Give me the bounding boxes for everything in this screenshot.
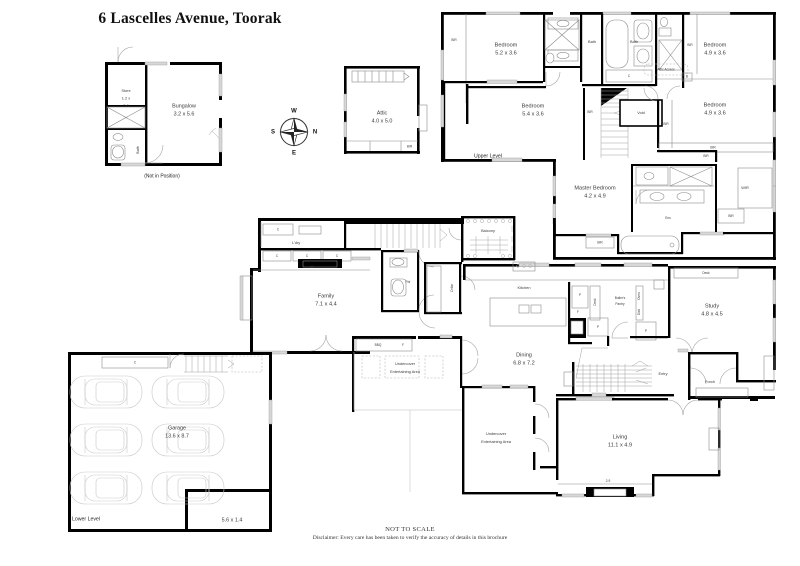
pantry-dish-label: Dish bbox=[637, 309, 641, 316]
study-dims: 4.8 x 4.5 bbox=[701, 311, 722, 317]
family-label: Family bbox=[318, 293, 335, 299]
upper-bedroom-1-label: Bedroom bbox=[495, 42, 518, 48]
undercover-1-line2: Entertaining Area bbox=[390, 369, 421, 374]
compass-right-label: N bbox=[313, 130, 317, 136]
bbq-side-label: F bbox=[402, 343, 404, 347]
upper-bedroom-2-label: Bedroom bbox=[522, 103, 545, 109]
compass-left-label: S bbox=[271, 130, 275, 136]
lower-level-label: Lower Level bbox=[72, 516, 100, 522]
master-bedroom-dims: 4.2 x 4.9 bbox=[584, 193, 605, 199]
upper-level-block: BIR Bedroom 5.2 x 3.6 Bath C Bat bbox=[440, 11, 776, 260]
laundry-c-1: C bbox=[277, 227, 280, 231]
living-label: Living bbox=[613, 434, 628, 440]
study-desk-label: Desk bbox=[702, 271, 710, 275]
butlers-pantry-label-2: Pantry bbox=[615, 302, 625, 306]
garage-label: Garage bbox=[168, 425, 186, 431]
pantry-f-1: F bbox=[577, 310, 579, 314]
garage-dims: 13.6 x 8.7 bbox=[165, 433, 189, 439]
upper-bath-left-label: Bath bbox=[588, 39, 596, 44]
compass-bottom-label: E bbox=[292, 151, 296, 157]
pantry-p-3: P bbox=[645, 329, 647, 333]
dining-dims: 6.8 x 7.2 bbox=[513, 360, 534, 366]
family-dim-mark: 2.9 bbox=[310, 265, 315, 269]
undercover-1-line1: Undercover bbox=[395, 361, 416, 366]
bungalow-store-label: Store bbox=[121, 88, 130, 93]
upper-bir-left: BIR bbox=[451, 38, 457, 42]
wir-bir-label: BIR bbox=[728, 214, 734, 218]
footer-note: NOT TO SCALE Disclaimer: Every care has … bbox=[200, 526, 620, 541]
living-dims: 11.1 x 4.9 bbox=[608, 442, 632, 448]
wir-label: WIR bbox=[741, 185, 749, 190]
upper-bath-right-label: Bath bbox=[630, 39, 638, 44]
attic-bir-label: BIR bbox=[407, 144, 413, 148]
bungalow-room-dims: 3.2 x 5.6 bbox=[174, 111, 195, 117]
bbq-label: BBQ bbox=[375, 343, 382, 347]
master-bir-top: BIR bbox=[703, 154, 709, 158]
master-bedroom-label: Master Bedroom bbox=[574, 185, 616, 191]
laundry-c-4: C bbox=[336, 254, 339, 258]
bungalow-block: Store 1.2 x 2.8 Bungalow 3.2 x 5.6 Bath … bbox=[105, 46, 223, 179]
upper-bedroom-1-dims: 5.2 x 3.6 bbox=[495, 50, 516, 56]
upper-bed4-bir: BIR bbox=[663, 122, 669, 126]
lower-level-block: C bbox=[68, 352, 273, 532]
upper-bath-c-label: C bbox=[628, 74, 631, 78]
disclaimer-text: Disclaimer: Every care has been taken to… bbox=[312, 535, 508, 541]
undercover-2-line1: Undercover bbox=[486, 431, 507, 436]
bungalow-not-in-position: (Not in Position) bbox=[144, 173, 180, 179]
car-outline-group bbox=[69, 375, 225, 505]
entry-label: Entry bbox=[658, 371, 667, 376]
kitchen-label: Kitchen bbox=[518, 285, 531, 290]
porch-label: Porch bbox=[705, 379, 715, 384]
upper-void-label: Void bbox=[637, 110, 645, 115]
undercover-2-line2: Entertaining Area bbox=[481, 439, 512, 444]
upper-bed3-mark: B bbox=[686, 75, 688, 79]
upper-bedroom-4-dims: 4.9 x 3.6 bbox=[704, 110, 725, 116]
family-dims: 7.1 x 4.4 bbox=[315, 301, 336, 307]
bungalow-store-dim2: 2.8 bbox=[123, 103, 128, 108]
compass-top-label: W bbox=[291, 109, 297, 115]
butlers-pantry-label-1: Butler's bbox=[615, 296, 626, 300]
pantry-p-1: P bbox=[579, 293, 581, 297]
pantry-desk-label: Desk bbox=[593, 298, 597, 306]
laundry-c-3: C bbox=[306, 254, 309, 258]
bungalow-bath-label: Bath bbox=[135, 146, 140, 154]
page-title: 6 Lascelles Avenue, Toorak bbox=[98, 10, 282, 27]
ground-level-block: C L'dry C C C 2.9 Family 7.1 x 4.4 bbox=[239, 216, 776, 498]
pantry-p-2: P bbox=[597, 325, 599, 329]
powder-label: Pdr bbox=[406, 280, 412, 284]
cellar-label: Cellar bbox=[450, 283, 454, 292]
bungalow-room-label: Bungalow bbox=[172, 103, 196, 109]
upper-bed2-bir: BIR bbox=[587, 110, 593, 114]
balcony-label: Balcony bbox=[481, 228, 495, 233]
pantry-oven-label: Oven bbox=[637, 292, 641, 300]
attic-dims: 4.0 x 5.0 bbox=[372, 118, 393, 124]
attic-block: BIR Attic 4.0 x 5.0 bbox=[343, 66, 428, 154]
bungalow-store-dim1: 1.2 x bbox=[122, 96, 130, 101]
living-dim-mark: 2.9 bbox=[606, 479, 611, 483]
attic-label: Attic bbox=[377, 110, 388, 116]
ens-label: Ens bbox=[665, 216, 671, 220]
dining-label: Dining bbox=[516, 352, 532, 358]
upper-bedroom-3-label: Bedroom bbox=[704, 42, 727, 48]
upper-bedroom-4-label: Bedroom bbox=[704, 102, 727, 108]
laundry-label: L'dry bbox=[292, 240, 300, 245]
upper-level-label: Upper Level bbox=[474, 153, 502, 159]
compass-rose: W N E S bbox=[271, 109, 317, 157]
upper-bed4-bir-strip: BIR bbox=[710, 145, 716, 149]
not-to-scale-label: NOT TO SCALE bbox=[385, 526, 435, 533]
upper-bedroom-3-dims: 4.9 x 3.6 bbox=[704, 50, 725, 56]
laundry-c-2: C bbox=[276, 254, 279, 258]
upper-bedroom-2-dims: 5.4 x 3.6 bbox=[522, 111, 543, 117]
garage-c-label: C bbox=[134, 360, 137, 364]
study-label: Study bbox=[705, 303, 720, 309]
master-bir-bottom: BIR bbox=[597, 240, 603, 244]
lower-store-dims: 5.6 x 1.4 bbox=[222, 517, 243, 523]
upper-bir-mid: BIR bbox=[687, 43, 693, 47]
attic-access-label: Attic Access bbox=[657, 67, 675, 71]
